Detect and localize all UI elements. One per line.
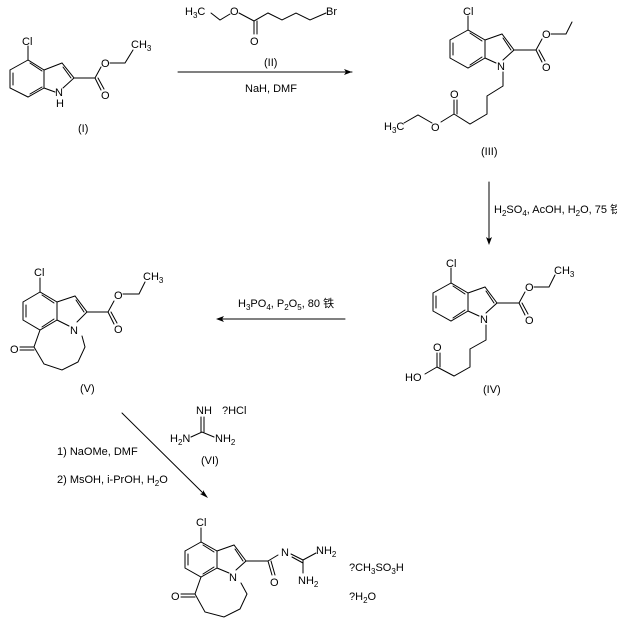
reaction-arrow-step3: H3PO4, P2O5, 80 铁 bbox=[216, 297, 346, 322]
compound-product: Cl N O O N NH2 NH2 ?CH3SO3H ?H2O bbox=[171, 517, 404, 618]
step4-line1: 1) NaOMe, DMF bbox=[57, 446, 138, 458]
atom-h2n: H2N bbox=[170, 433, 190, 447]
step1-reagents: NaH, DMF bbox=[245, 83, 297, 95]
atom-ch3: CH3 bbox=[143, 271, 164, 285]
atom-ch3: CH3 bbox=[131, 39, 152, 53]
atom-n: N bbox=[480, 314, 488, 326]
atom-o-ether: O bbox=[542, 29, 551, 41]
hydrate: ?H2O bbox=[349, 591, 377, 605]
atom-nh2-b: NH2 bbox=[298, 575, 319, 589]
atom-o-ether: O bbox=[230, 6, 239, 18]
step3-reagents: H3PO4, P2O5, 80 铁 bbox=[238, 297, 334, 312]
atom-br: Br bbox=[326, 6, 337, 18]
step2-reagents: H2SO4, AcOH, H2O, 75 铁 bbox=[494, 203, 617, 218]
compound-V: Cl N O O O CH3 (V) bbox=[10, 267, 164, 395]
atom-o-carbonyl: O bbox=[525, 315, 534, 327]
reaction-arrow-step2: H2SO4, AcOH, H2O, 75 铁 bbox=[486, 181, 617, 245]
atom-cl: Cl bbox=[196, 517, 206, 529]
atom-cl: Cl bbox=[446, 258, 456, 270]
atom-o-keto: O bbox=[10, 344, 19, 356]
atom-o-carbonyl: O bbox=[114, 324, 123, 336]
atom-nh2-a: NH2 bbox=[316, 545, 337, 559]
step4-line2: 2) MsOH, i-PrOH, H2O bbox=[57, 474, 168, 488]
atom-cl: Cl bbox=[22, 36, 32, 48]
compound-III: Cl N O O O O H3C (III) bbox=[384, 6, 573, 158]
atom-o-ether: O bbox=[101, 58, 110, 70]
atom-nh2: NH2 bbox=[215, 433, 236, 447]
atom-o-chain-ether: O bbox=[431, 122, 440, 134]
atom-n: N bbox=[497, 61, 505, 73]
atom-n-imine: N bbox=[281, 547, 289, 559]
compound-IV: Cl N O O CH3 O HO (IV) bbox=[405, 258, 575, 396]
atom-o-acid-carbonyl: O bbox=[433, 342, 442, 354]
compound-label: (II) bbox=[264, 57, 277, 69]
atom-h3c: H3C bbox=[384, 121, 404, 135]
atom-o-carbonyl: O bbox=[542, 62, 551, 74]
atom-cl: Cl bbox=[463, 6, 473, 18]
compound-label: (I) bbox=[78, 123, 88, 135]
atom-o-keto: O bbox=[171, 591, 180, 603]
compound-label: (III) bbox=[481, 146, 498, 158]
atom-o-amide: O bbox=[270, 577, 279, 589]
compound-label: (V) bbox=[80, 383, 95, 395]
atom-cl: Cl bbox=[34, 267, 44, 279]
atom-n: N bbox=[70, 325, 78, 337]
atom-o-carbonyl: O bbox=[250, 36, 259, 48]
atom-o-ether: O bbox=[525, 282, 534, 294]
compound-I: Cl N H O O CH3 (I) bbox=[9, 36, 152, 135]
reaction-arrow-step4: 1) NaOMe, DMF 2) MsOH, i-PrOH, H2O bbox=[57, 412, 208, 498]
compound-label: (IV) bbox=[483, 384, 501, 396]
hcl-salt: ?HCl bbox=[222, 405, 246, 417]
atom-n: N bbox=[229, 572, 237, 584]
atom-o-chain-carbonyl: O bbox=[450, 89, 459, 101]
atom-ch3: CH3 bbox=[554, 265, 575, 279]
compound-VI: NH H2N NH2 ?HCl (VI) bbox=[170, 405, 246, 467]
atom-h3c: H3C bbox=[185, 6, 205, 20]
compound-II: H3C O O Br (II) bbox=[185, 6, 337, 69]
atom-ho: HO bbox=[405, 372, 422, 384]
atom-n: N bbox=[55, 87, 63, 99]
atom-o-carbonyl: O bbox=[101, 90, 110, 102]
atom-h: H bbox=[56, 98, 64, 110]
atom-nh: NH bbox=[196, 405, 212, 417]
atom-o-ether: O bbox=[114, 290, 123, 302]
reaction-arrow-step1: NaH, DMF bbox=[177, 69, 353, 95]
mesylate-salt: ?CH3SO3H bbox=[349, 562, 404, 576]
compound-label: (VI) bbox=[201, 455, 219, 467]
